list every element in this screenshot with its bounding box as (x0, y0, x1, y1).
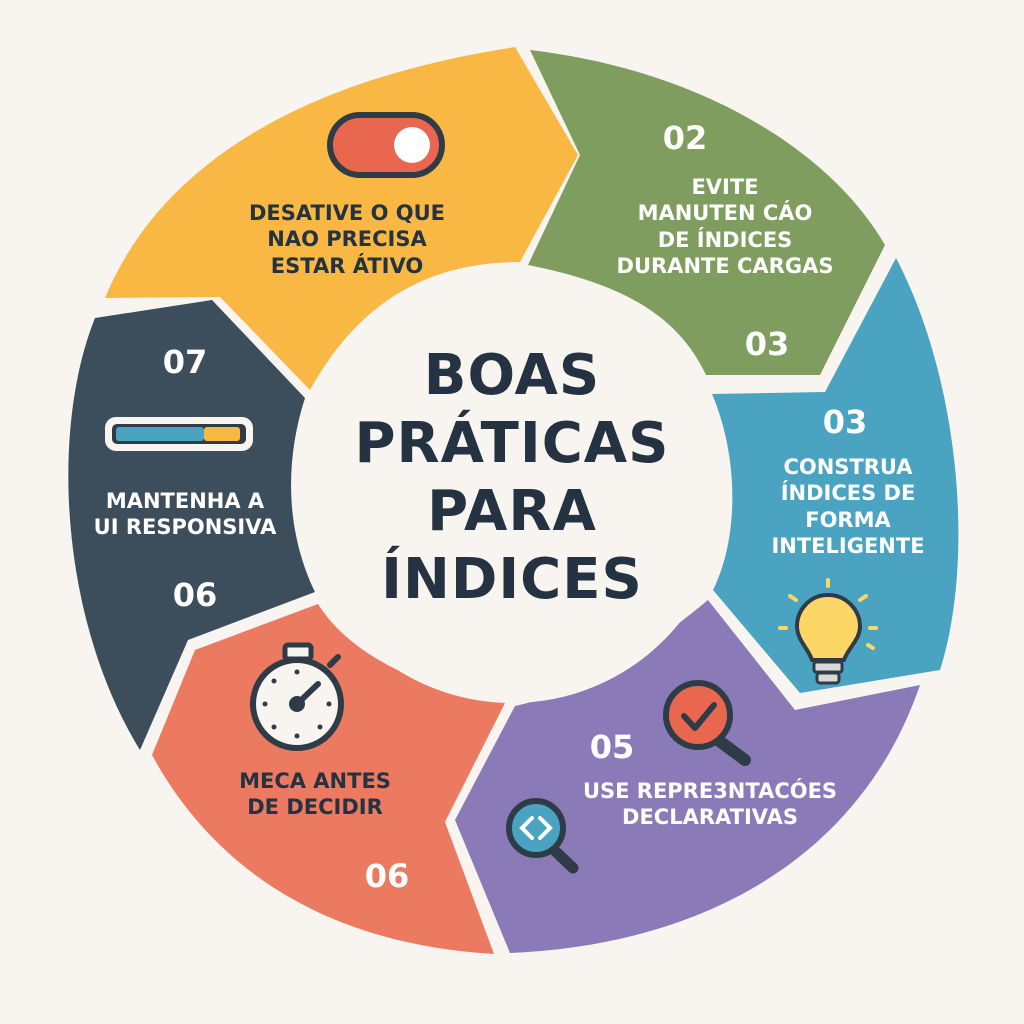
progress-bar-icon (105, 417, 253, 451)
label-line: DE DECIDIR (247, 795, 383, 820)
magnifier-code-icon (506, 798, 579, 874)
segment-navy (68, 300, 315, 750)
title-line: PRÁTICAS (354, 411, 670, 476)
label-line: ÍNDICES DE (780, 481, 916, 506)
label-line: INTELIGENTE (771, 533, 925, 558)
label-line: USE REPRE3NTACÓES (582, 779, 838, 803)
blue-segment-label: CONSTRUA ÍNDICES DE FORMA INTELIGENTE (748, 454, 948, 559)
title-line: PARA (427, 479, 597, 544)
stopwatch-icon (250, 642, 344, 751)
green-segment-label: EVITE MANUTEN CÁO DE ÍNDICES DURANTE CAR… (590, 174, 860, 279)
segment-yellow (105, 47, 578, 390)
toggle-switch-icon (327, 112, 445, 178)
label-line: MECA ANTES (239, 769, 391, 793)
lightbulb-icon (778, 578, 878, 685)
label-line: DE ÍNDICES (657, 227, 793, 252)
label-line: DURANTE CARGAS (616, 253, 834, 278)
purple-segment-number: 05 (589, 728, 635, 766)
label-line: FORMA (805, 507, 891, 532)
label-line: NAO PRECISA (267, 227, 427, 252)
orange-segment-label: MECA ANTES DE DECIDIR (205, 768, 425, 821)
label-line: UI RESPONSIVA (93, 515, 277, 540)
segment-blue (712, 258, 959, 693)
title-line: ÍNDICES (381, 547, 643, 612)
green-segment-number-bottom: 03 (744, 325, 790, 363)
purple-segment-label: USE REPRE3NTACÓES DECLARATIVAS (570, 778, 850, 831)
navy-segment-number-top: 07 (162, 343, 208, 381)
segment-green (528, 50, 885, 375)
title-line: BOAS (423, 343, 601, 408)
label-line: MANUTEN CÁO (637, 201, 813, 226)
label-line: MANTENHA A (105, 489, 265, 513)
label-line: DESATIVE O QUE (249, 201, 445, 225)
green-segment-number-top: 02 (662, 119, 708, 157)
diagram-title: BOAS PRÁTICAS PARA ÍNDICES (312, 342, 712, 614)
magnifier-check-icon (663, 680, 751, 766)
label-line: ESTAR ÁTIVO (270, 253, 424, 278)
blue-segment-number: 03 (822, 403, 868, 441)
label-line: DECLARATIVAS (622, 805, 798, 830)
label-line: EVITE (691, 175, 759, 199)
segment-orange (152, 604, 505, 954)
orange-segment-number: 06 (364, 857, 410, 895)
label-line: CONSTRUA (783, 455, 913, 479)
navy-segment-label: MANTENHA A UI RESPONSIVA (70, 488, 300, 541)
navy-segment-number-bottom: 06 (172, 576, 218, 614)
center-circle (297, 273, 727, 703)
yellow-segment-label: DESATIVE O QUE NAO PRECISA ESTAR ÁTIVO (222, 200, 472, 279)
